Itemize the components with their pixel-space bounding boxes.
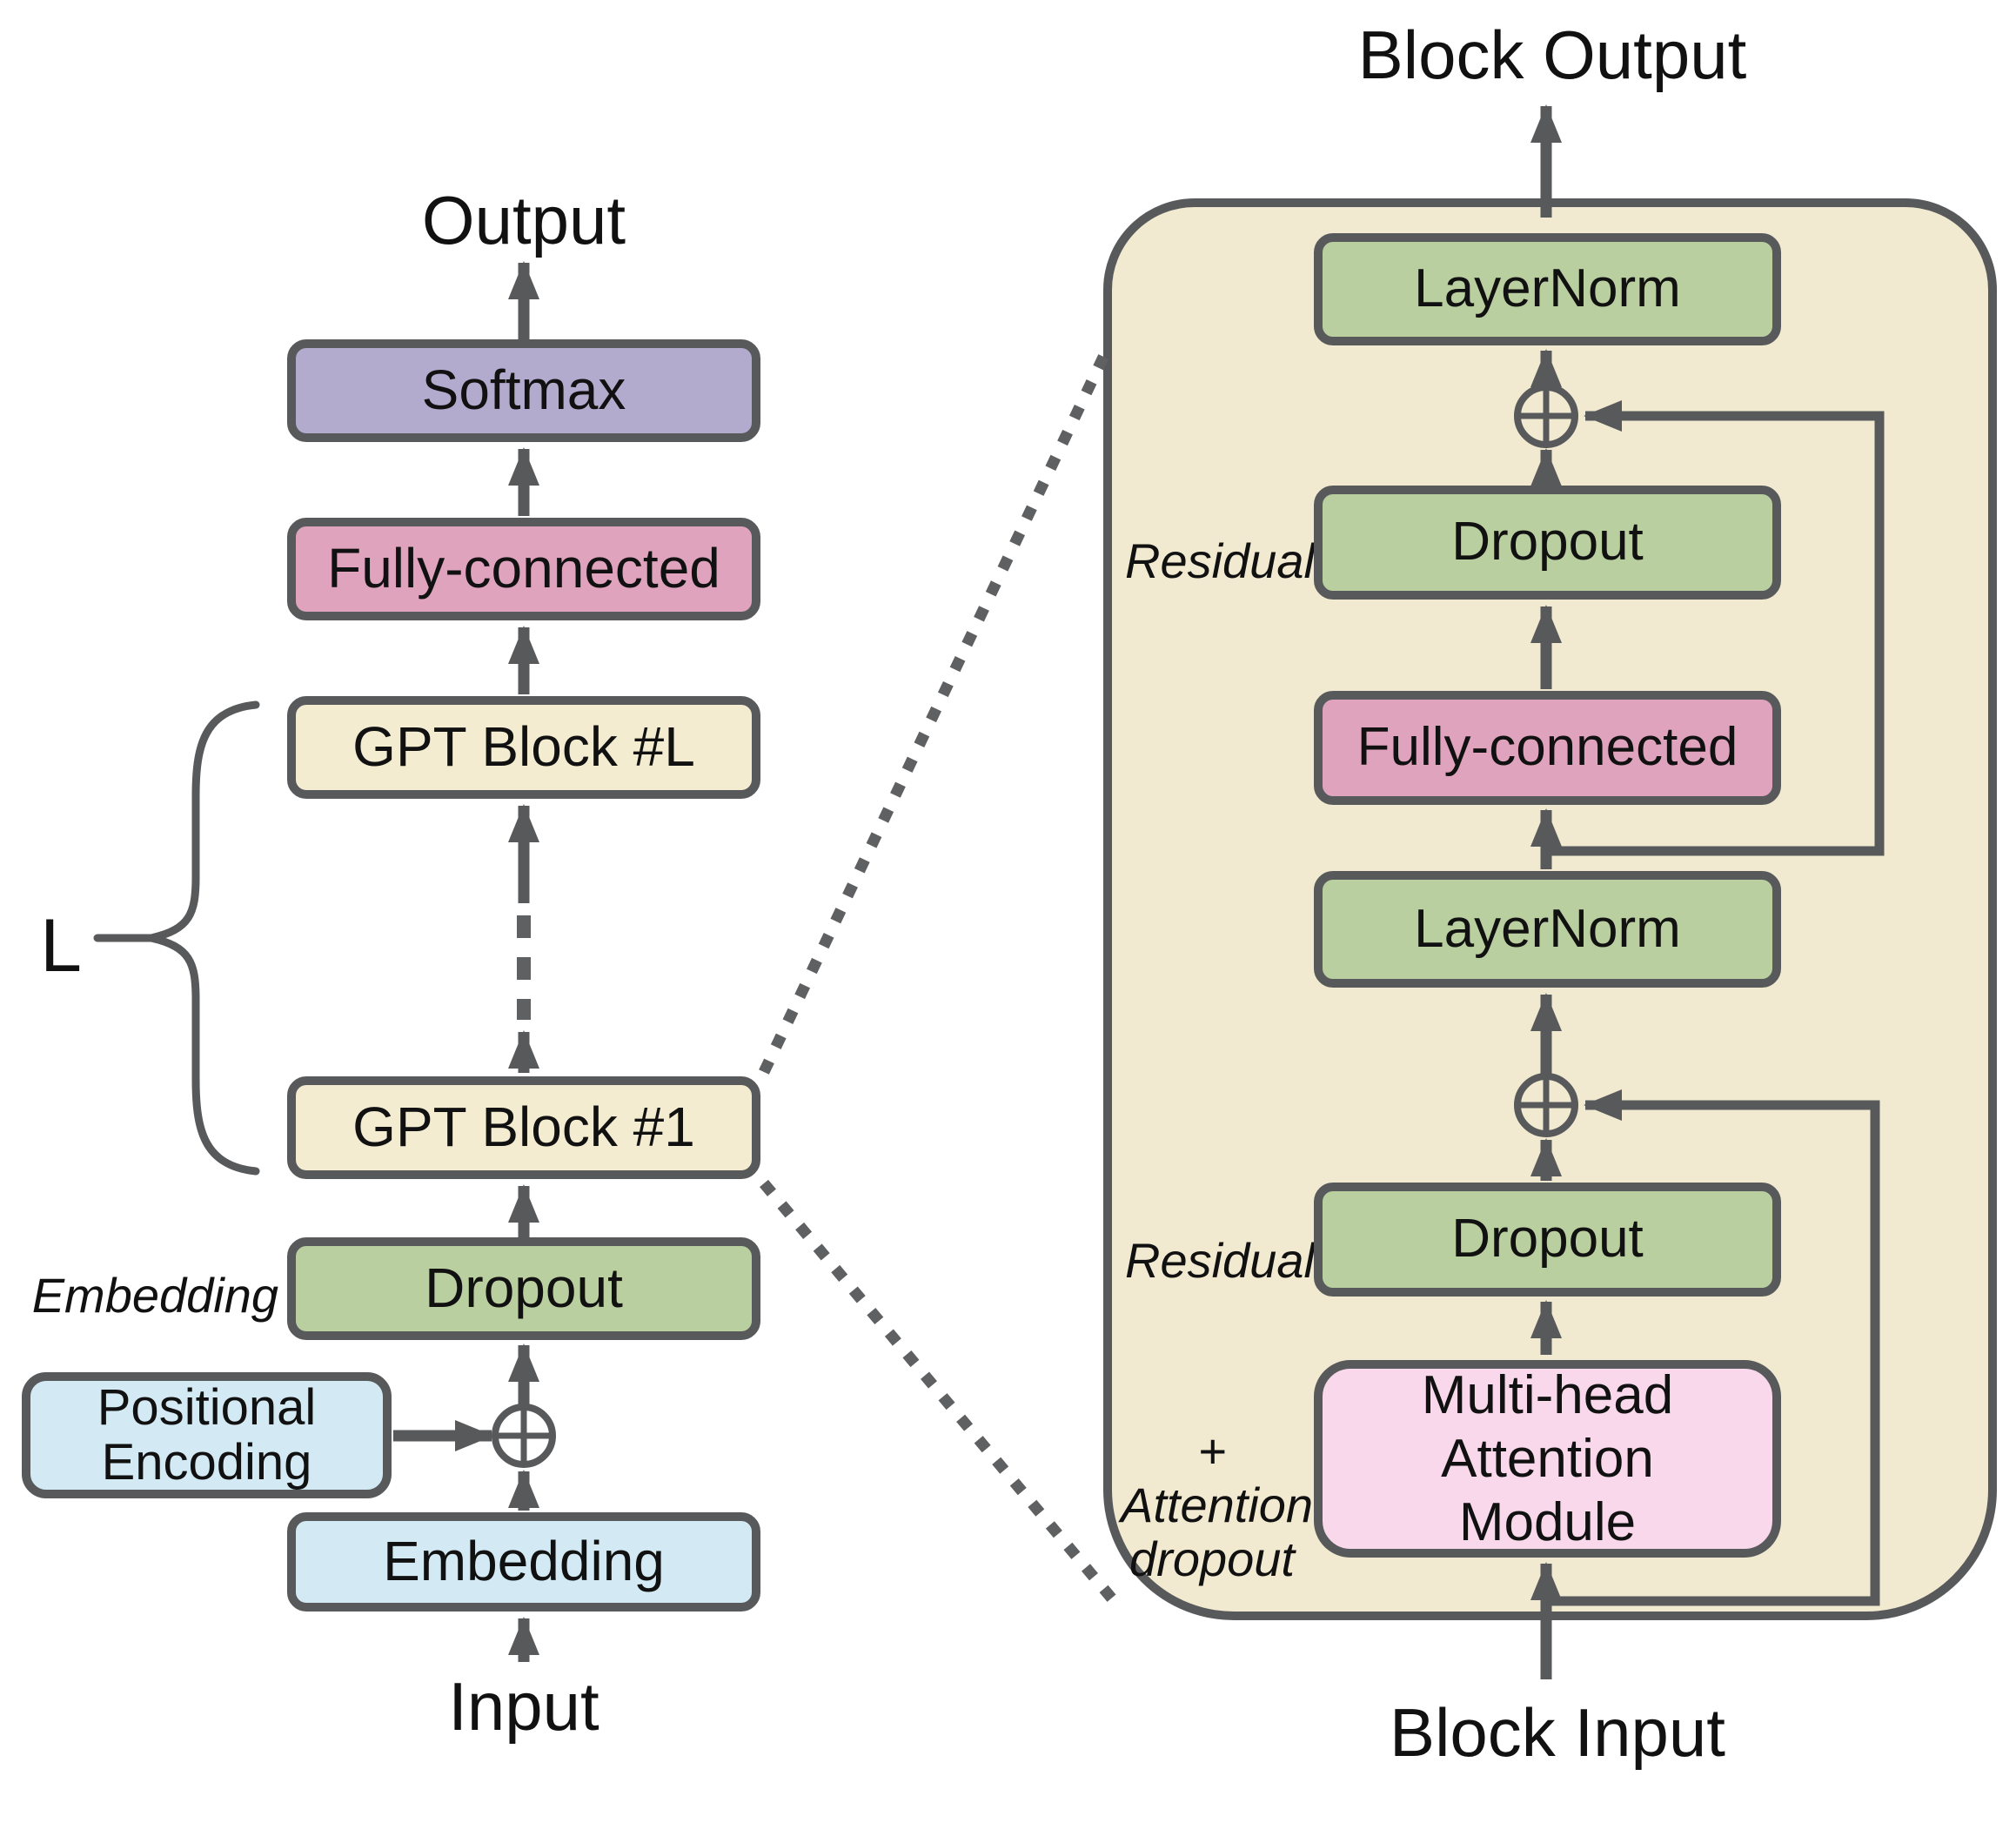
curly-brace-icon	[93, 700, 260, 1176]
embedding-stage-label: Embedding	[31, 1268, 278, 1323]
residual-skip-top	[1546, 400, 1885, 856]
left-flow-arrows	[393, 261, 539, 1662]
detail-dropout-top-box: Dropout	[1314, 486, 1781, 600]
zoom-connector-top	[759, 347, 1112, 1075]
detail-layernorm-mid-box: LayerNorm	[1314, 871, 1781, 988]
softmax-box-label: Softmax	[421, 358, 626, 422]
detail-layernorm-top-label: LayerNorm	[1414, 258, 1681, 319]
residual-skip-bottom	[1546, 1089, 1880, 1606]
zoom-connector-bottom	[760, 1179, 1124, 1612]
mha-line2: Attention	[1441, 1428, 1654, 1489]
add-icon	[1514, 384, 1578, 448]
attention-dropout-line1: Attention	[1121, 1478, 1314, 1532]
add-icon	[492, 1404, 556, 1468]
embedding-dropout-label: Dropout	[425, 1256, 623, 1320]
fully-connected-box: Fully-connected	[287, 518, 760, 620]
residual-top-label: Residual	[1125, 533, 1315, 588]
gpt-block-first-label: GPT Block #1	[352, 1096, 695, 1159]
detail-fully-connected-box: Fully-connected	[1314, 691, 1781, 805]
residual-bottom-label: Residual	[1125, 1233, 1315, 1288]
gpt-block-first-box: GPT Block #1	[287, 1076, 760, 1179]
detail-fully-connected-label: Fully-connected	[1356, 717, 1738, 778]
positional-encoding-box: Positional Encoding	[22, 1372, 392, 1498]
positional-encoding-line2: Encoding	[101, 1433, 312, 1491]
layer-count-label: L	[40, 904, 82, 988]
block-output-label: Block Output	[1357, 17, 1747, 93]
softmax-box: Softmax	[287, 339, 760, 442]
embedding-dropout-box: Dropout	[287, 1237, 760, 1340]
detail-dropout-bottom-label: Dropout	[1451, 1209, 1644, 1270]
multi-head-attention-box: Multi-head Attention Module	[1314, 1360, 1781, 1558]
output-label: Output	[421, 182, 626, 258]
positional-encoding-line1: Positional	[97, 1378, 317, 1436]
attention-dropout-label: + Attention dropout	[1121, 1424, 1314, 1586]
embedding-box-label: Embedding	[383, 1530, 665, 1593]
detail-layernorm-top-box: LayerNorm	[1314, 233, 1781, 345]
gpt-block-last-label: GPT Block #L	[352, 715, 695, 779]
embedding-box: Embedding	[287, 1512, 760, 1612]
block-input-label: Block Input	[1390, 1694, 1725, 1771]
add-icon	[1514, 1073, 1578, 1137]
fully-connected-box-label: Fully-connected	[327, 537, 720, 600]
mha-line3: Module	[1458, 1492, 1637, 1553]
detail-dropout-bottom-box: Dropout	[1314, 1183, 1781, 1297]
detail-dropout-top-label: Dropout	[1451, 512, 1644, 573]
detail-layernorm-mid-label: LayerNorm	[1414, 898, 1681, 959]
attention-dropout-line2: dropout	[1129, 1531, 1295, 1586]
input-label: Input	[448, 1668, 599, 1745]
gpt-block-last-box: GPT Block #L	[287, 696, 760, 799]
mha-line1: Multi-head	[1421, 1364, 1674, 1425]
attention-dropout-plus: +	[1197, 1424, 1227, 1478]
